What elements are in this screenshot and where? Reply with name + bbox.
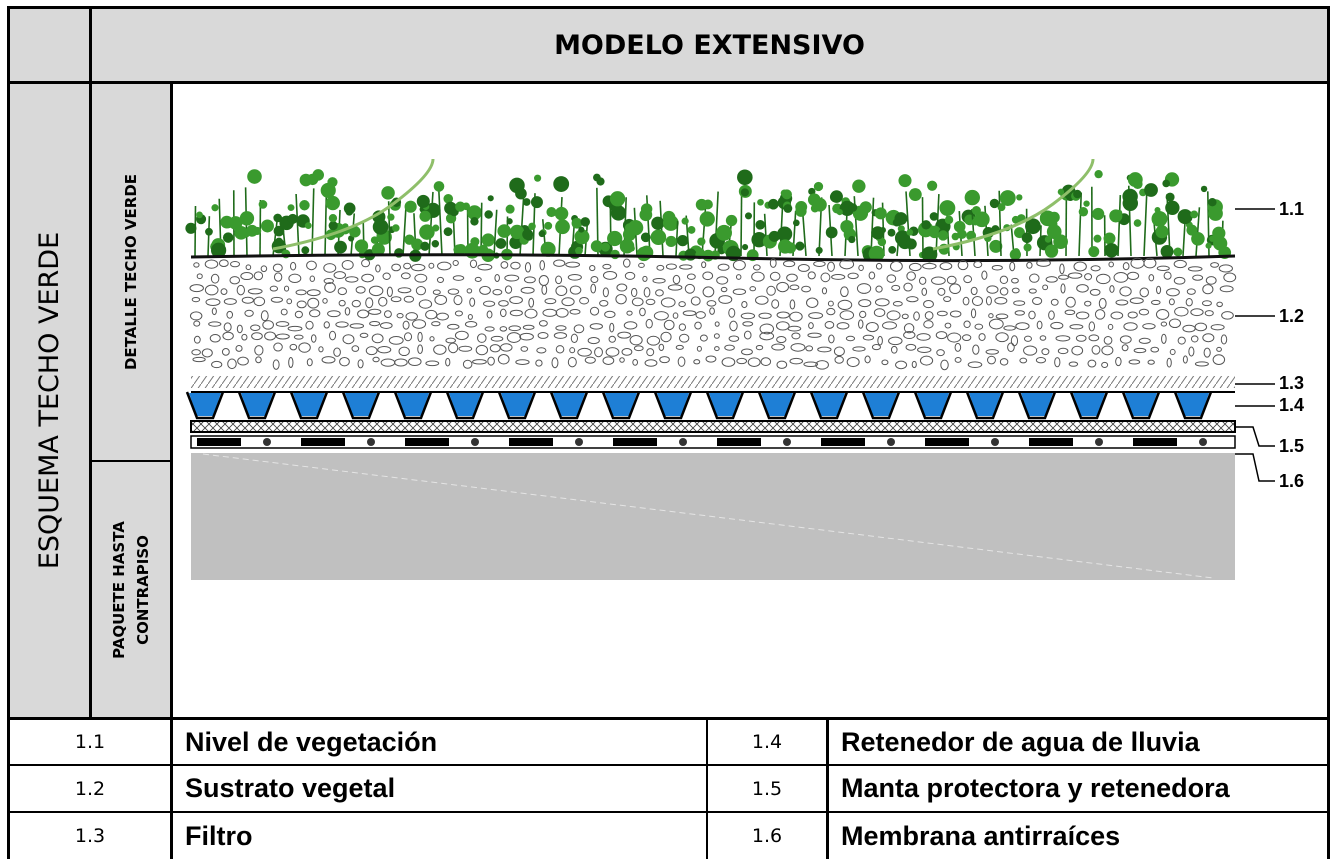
legend-label-root-barrier: Membrana antirraíces (841, 820, 1121, 851)
col-divider-2 (170, 82, 173, 859)
legend-num-1-5: 1.5 (751, 777, 783, 800)
legend-label-protective-mat: Manta protectora y retenedora (841, 773, 1230, 803)
soil-line (190, 253, 1236, 263)
callout-leader-1-6 (1235, 453, 1275, 482)
legend-col-3 (706, 718, 708, 859)
detail-package-divider (89, 460, 172, 462)
frame-left (7, 6, 10, 859)
legend-num-1-3: 1.3 (74, 825, 106, 847)
callout-label-1-2: 1.2 (1279, 306, 1304, 326)
package-side-label-text: PAQUETE HASTA CONTRAPISO (107, 521, 155, 659)
legend-label-substrate: Sustrato vegetal (185, 773, 396, 803)
legend-col-4 (826, 718, 829, 859)
water-retention-layer (185, 391, 1235, 420)
package-side-label-line-1: PAQUETE HASTA (110, 520, 128, 659)
legend-label-filter: Filtro (185, 820, 253, 851)
legend-num-1-4: 1.4 (751, 731, 783, 753)
vegetation-layer (185, 158, 1232, 263)
header-bottom (7, 81, 1330, 84)
detail-side-label: DETALLE TECHO VERDE (92, 84, 170, 460)
callout-label-1-1: 1.1 (1279, 199, 1304, 219)
main-side-label: ESQUEMA TECHO VERDE (10, 84, 89, 717)
col-divider-1 (89, 6, 92, 719)
frame-right (1327, 6, 1330, 859)
legend-top (7, 717, 1330, 720)
substrate-layer (189, 257, 1237, 371)
package-side-label-line-2: CONTRAPISO (134, 534, 152, 645)
callout-label-1-3: 1.3 (1279, 373, 1304, 393)
detail-side-label-text: DETALLE TECHO VERDE (122, 173, 141, 371)
legend-label-water-retainer: Retenedor de agua de lluvia (841, 726, 1200, 757)
callout-label-1-6: 1.6 (1279, 471, 1304, 491)
filter-layer (191, 376, 1235, 388)
legend-num-1-2: 1.2 (74, 777, 106, 800)
legend-label-vegetation: Nivel de vegetación (185, 726, 438, 757)
package-side-label: PAQUETE HASTA CONTRAPISO (92, 462, 170, 717)
header-corner-cell (10, 9, 89, 81)
callout-label-1-4: 1.4 (1279, 395, 1304, 415)
frame-top (7, 6, 1330, 9)
main-side-label-text: ESQUEMA TECHO VERDE (34, 231, 65, 570)
legend-row-1-bottom (7, 764, 1330, 766)
legend-row-2-bottom (7, 811, 1330, 813)
callouts: 1.1 1.2 1.31.4 1.5 1.6 (1235, 199, 1304, 491)
legend-num-1-1: 1.1 (74, 731, 106, 753)
root-barrier-layer (190, 435, 1236, 449)
callout-leader-1-5 (1235, 426, 1275, 447)
legend-num-1-6: 1.6 (751, 825, 783, 847)
protective-mat-layer (190, 420, 1236, 433)
header-title: MODELO EXTENSIVO (92, 9, 1327, 81)
callout-label-1-5: 1.5 (1279, 436, 1304, 456)
green-roof-diagram: 1.1 1.2 1.31.4 1.5 1.6 (185, 158, 1304, 580)
